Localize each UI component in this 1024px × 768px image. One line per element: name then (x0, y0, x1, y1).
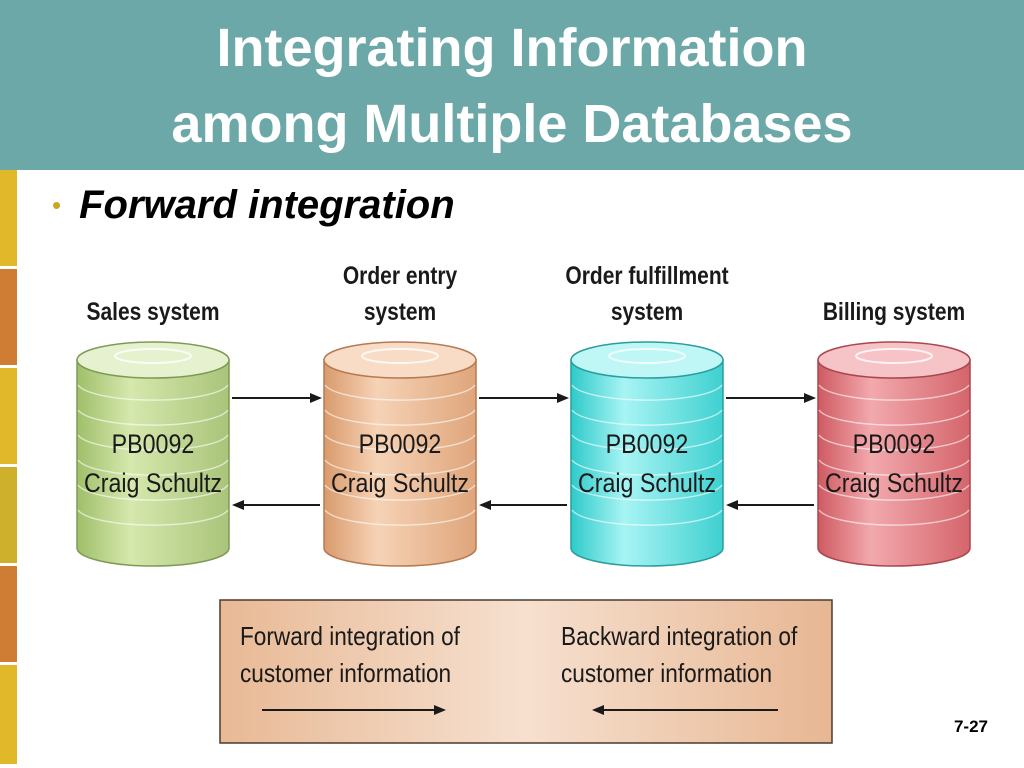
sales-system-label: Sales system (86, 297, 219, 325)
sales-record-name: Craig Schultz (84, 468, 222, 498)
order-entry-label-line-2: system (364, 297, 436, 325)
slide-title-line-2: among Multiple Databases (171, 94, 853, 154)
title-bar: Integrating Information among Multiple D… (0, 0, 1024, 170)
sidebar-decoration (0, 170, 17, 768)
order-entry-label-line-1: Order entry (343, 261, 457, 289)
sales-database-icon (76, 341, 230, 567)
order-entry-database-icon (323, 341, 477, 567)
order-fulfillment-label-line-2: system (611, 297, 683, 325)
page-number: 7-27 (953, 717, 988, 736)
legend-forward-line-2: customer information (240, 660, 451, 689)
billing-record-id: PB0092 (853, 429, 936, 459)
bullet-icon: • (52, 189, 62, 220)
legend-forward-line-1: Forward integration of (240, 623, 460, 652)
sidebar-segment (0, 665, 17, 764)
order-fulfillment-database-icon (570, 341, 724, 567)
sales-record-id: PB0092 (112, 429, 195, 459)
sidebar-segment (0, 170, 17, 269)
billing-system-label: Billing system (823, 297, 965, 325)
bullet-text: Forward integration (79, 182, 455, 227)
order-fulfillment-label-line-1: Order fulfillment (565, 261, 729, 289)
order-fulfillment-record-id: PB0092 (606, 429, 689, 459)
legend-backward-line-2: customer information (561, 660, 772, 689)
billing-record-name: Craig Schultz (825, 468, 963, 498)
legend-backward-line-1: Backward integration of (561, 623, 798, 652)
sidebar-segment (0, 368, 17, 467)
slide-title-line-1: Integrating Information (216, 18, 808, 78)
sidebar-segment (0, 566, 17, 665)
order-entry-record-id: PB0092 (359, 429, 442, 459)
sidebar-segment (0, 467, 17, 566)
sidebar-segment (0, 269, 17, 368)
order-entry-record-name: Craig Schultz (331, 468, 469, 498)
order-fulfillment-record-name: Craig Schultz (578, 468, 716, 498)
legend-box: Forward integration of customer informat… (219, 599, 833, 744)
bullet-item: • Forward integration (52, 180, 455, 230)
billing-database-icon (817, 341, 971, 567)
